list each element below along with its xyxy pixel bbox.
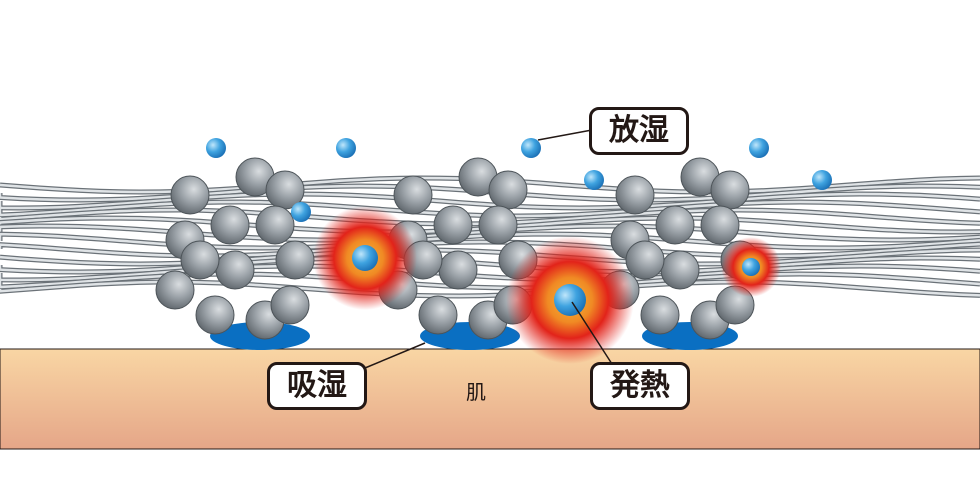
fiber-highlight	[0, 248, 980, 266]
water-droplet	[584, 170, 604, 190]
fiber-cross-section	[255, 205, 295, 245]
heat-glows	[313, 206, 781, 364]
skin-label: 肌	[466, 380, 486, 404]
fiber-highlight	[0, 280, 980, 298]
water-droplet	[206, 138, 226, 158]
fiber-cross-section	[433, 205, 473, 245]
water-droplet	[554, 284, 586, 316]
release-moisture-label: 放湿	[589, 107, 689, 155]
fiber-cross-section	[710, 170, 750, 210]
fiber-highlight	[0, 256, 980, 274]
fiber-cross-section	[170, 175, 210, 215]
fiber-cross-section	[700, 205, 740, 245]
leader-lines	[364, 129, 613, 369]
fiber-cross-section	[195, 295, 235, 335]
fiber-cross-section	[625, 240, 665, 280]
fiber-cross-section	[488, 170, 528, 210]
water-droplet	[521, 138, 541, 158]
fiber-highlight	[0, 272, 980, 290]
fiber-cross-section	[215, 250, 255, 290]
fiber-cross-section	[478, 205, 518, 245]
fiber-cross-section	[615, 175, 655, 215]
fiber-cross-section	[418, 295, 458, 335]
water-droplets	[206, 138, 832, 316]
fiber-cross-section	[155, 270, 195, 310]
fiber-cross-section	[275, 240, 315, 280]
fiber-cross-section	[210, 205, 250, 245]
water-droplet	[291, 202, 311, 222]
fiber-cross-section	[393, 175, 433, 215]
fiber-highlight	[0, 232, 980, 250]
water-droplet	[352, 245, 378, 271]
skin-layer	[0, 348, 980, 450]
water-droplet	[336, 138, 356, 158]
fiber-highlight	[0, 200, 980, 218]
fiber-cross-section	[438, 250, 478, 290]
fiber-cross-section	[640, 295, 680, 335]
heat-generation-label: 発熱	[590, 362, 690, 410]
water-droplet	[749, 138, 769, 158]
water-droplet	[742, 258, 760, 276]
fiber-highlight	[0, 264, 980, 282]
absorb-moisture-label: 吸湿	[267, 362, 367, 410]
water-droplet	[812, 170, 832, 190]
fiber-highlight	[0, 192, 980, 210]
fiber-cross-section	[270, 285, 310, 325]
fiber-highlight	[0, 240, 980, 258]
fiber-cross-section	[655, 205, 695, 245]
fiber-cross-section	[180, 240, 220, 280]
fiber-cross-section	[660, 250, 700, 290]
